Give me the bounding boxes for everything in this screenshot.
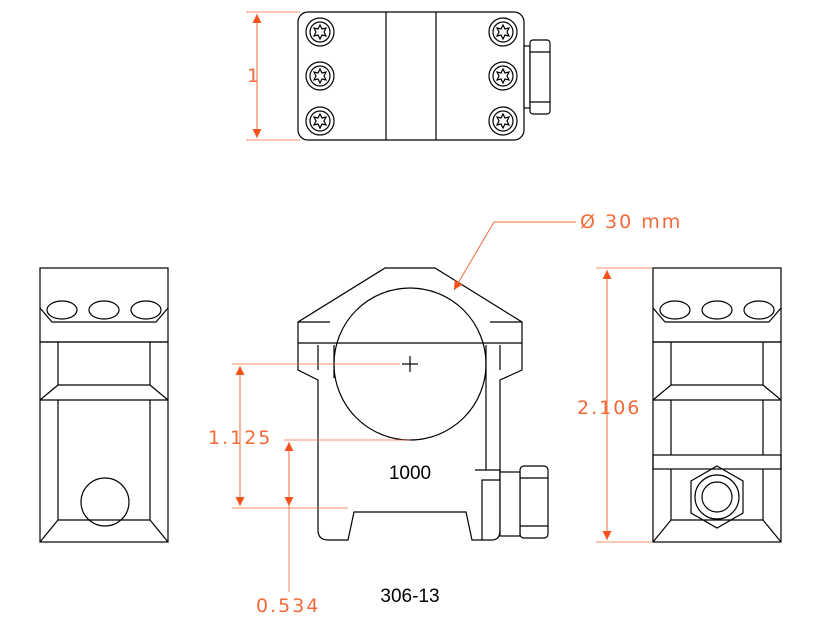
screw-icons xyxy=(305,17,518,136)
rail-height-label: 0.534 xyxy=(256,595,320,617)
center-height-label: 1.125 xyxy=(208,427,272,449)
torx-screw-icon xyxy=(305,61,335,91)
height-code-label: 1000 xyxy=(389,463,431,484)
part-number-label: 306-13 xyxy=(380,586,439,607)
top-view: 1 xyxy=(246,11,551,141)
diameter-leader xyxy=(453,221,495,291)
height-dimension-label: 1 xyxy=(247,65,261,87)
cross-bolt-head xyxy=(80,477,130,527)
diameter-label: Ø 30 mm xyxy=(580,211,682,233)
top-view-body xyxy=(297,11,525,141)
torx-screw-icon xyxy=(305,17,335,47)
front-view: 1000 xyxy=(297,267,549,541)
right-side-view: 2.106 xyxy=(577,267,782,543)
clamp-nut-icon xyxy=(519,465,549,539)
torx-screw-icon xyxy=(305,106,335,136)
left-side-view xyxy=(39,267,169,543)
hex-nut-side-icon xyxy=(523,39,551,115)
torx-screw-icon xyxy=(488,106,518,136)
hex-nut-icon xyxy=(690,465,744,529)
front-dimensions: Ø 30 mm 1.125 0.534 306-13 xyxy=(208,211,682,617)
torx-screw-icon xyxy=(488,61,518,91)
overall-height-label: 2.106 xyxy=(577,397,641,419)
torx-screw-icon xyxy=(488,17,518,47)
